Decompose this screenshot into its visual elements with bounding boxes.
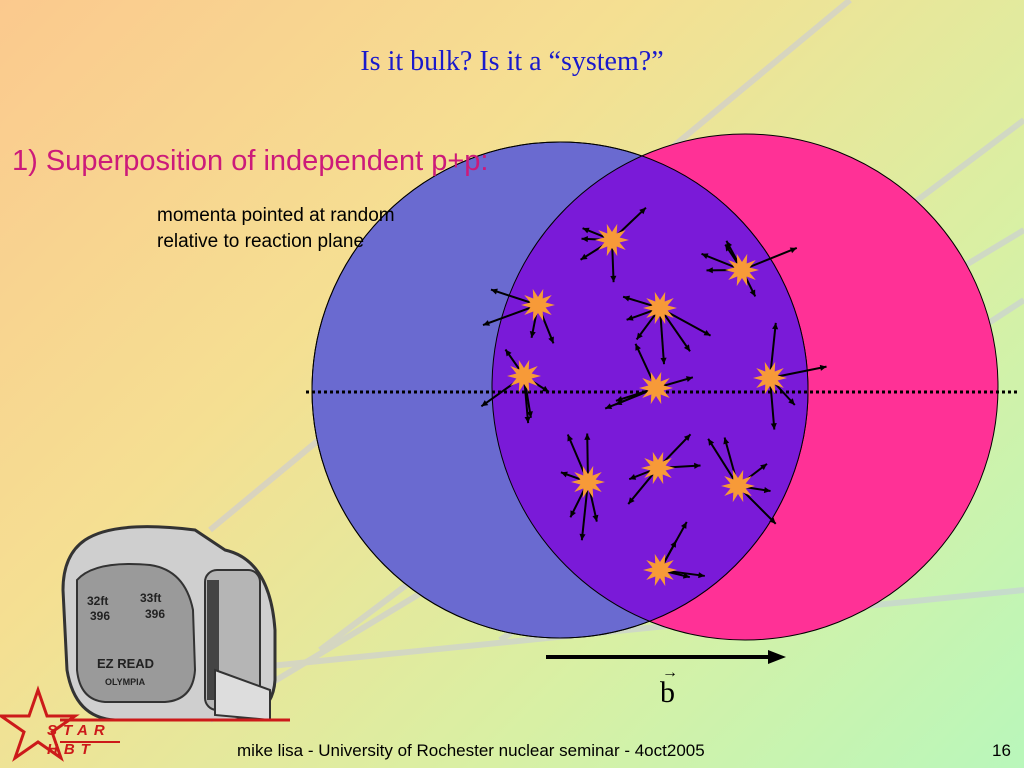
momentum-arrowhead (698, 572, 705, 579)
momentum-arrowhead (770, 423, 777, 430)
momentum-arrowhead (628, 497, 635, 505)
caption-line-1: momenta pointed at random (157, 205, 395, 226)
collisions-group (480, 206, 827, 587)
impact-parameter-symbol: b (660, 676, 675, 709)
tape-mark-4: 396 (145, 607, 165, 621)
collision-star-icon (641, 451, 675, 485)
momentum-arrowhead (703, 329, 711, 336)
momentum-arrowhead (592, 514, 599, 522)
momentum-arrowhead (726, 240, 733, 248)
momentum-arrowhead (623, 295, 631, 302)
momentum-arrowhead (524, 416, 531, 424)
collision-star-icon (643, 553, 677, 587)
momentum-arrowhead (490, 288, 498, 295)
section-heading: 1) Superposition of independent p+p: (12, 145, 489, 177)
momentum-arrowhead (683, 434, 691, 442)
slide-title: Is it bulk? Is it a “system?” (360, 46, 664, 77)
momentum-arrowhead (580, 253, 588, 260)
momentum-arrow (707, 438, 739, 487)
tape-mark-1: 32ft (87, 594, 108, 608)
momentum-arrowhead (694, 462, 701, 469)
vector-arrow-icon: → (662, 664, 678, 681)
momentum-arrowhead (629, 474, 637, 480)
momentum-arrow (580, 481, 589, 541)
momentum-arrowhead (560, 471, 568, 478)
momentum-arrowhead (789, 247, 797, 254)
momentum-arrowhead (701, 253, 709, 260)
momentum-arrowhead (708, 438, 715, 446)
tape-measure-icon: 32ft 396 33ft 396 EZ READ OLYMPIA (61, 525, 277, 722)
momentum-arrowhead (582, 227, 590, 234)
collision-star-icon (595, 223, 629, 257)
momentum-arrowhead (680, 521, 687, 529)
caption-line-2: relative to reaction plane (157, 231, 365, 252)
momentum-arrowhead (626, 314, 634, 321)
collision-star-icon (725, 253, 759, 287)
collision-star-icon (571, 465, 605, 499)
momentum-arrowhead (541, 385, 549, 392)
star-logo-icon (0, 685, 290, 762)
momentum-arrow (490, 288, 539, 306)
momentum-arrowhead (526, 411, 533, 418)
collision-star-icon (639, 371, 673, 405)
momentum-arrowhead (581, 235, 588, 243)
logo-star-text: STAR (47, 722, 111, 739)
momentum-arrowhead (706, 267, 713, 274)
momentum-arrowhead (529, 331, 536, 338)
momentum-arrowhead (548, 336, 554, 344)
momentum-arrowhead (639, 207, 646, 215)
tape-mark-2: 396 (90, 609, 110, 623)
momentum-arrowhead (482, 320, 490, 326)
momentum-arrowhead (723, 437, 730, 445)
collision-star-icon (643, 291, 677, 325)
momentum-arrowhead (615, 395, 623, 402)
momentum-arrow (659, 307, 666, 365)
momentum-arrowhead (567, 434, 574, 442)
momentum-arrowhead (788, 398, 795, 406)
momentum-arrowhead (769, 517, 776, 524)
caption: momenta pointed at random relative to re… (157, 203, 395, 255)
momentum-arrowhead (605, 403, 613, 410)
momentum-arrowhead (505, 349, 512, 357)
overlap-region (491, 142, 808, 638)
tape-brand: EZ READ (97, 656, 154, 671)
momentum-arrowhead (660, 357, 667, 365)
page-number: 16 (992, 741, 1011, 760)
tape-mark-3: 33ft (140, 591, 161, 605)
collision-star-icon (507, 359, 541, 393)
impact-parameter-label: → b (660, 664, 678, 710)
footer-text: mike lisa - University of Rochester nucl… (237, 741, 705, 760)
momentum-arrowhead (584, 433, 591, 440)
momentum-arrowhead (683, 344, 691, 352)
momentum-arrowhead (819, 364, 827, 371)
momentum-arrowhead (685, 376, 693, 383)
momentum-arrowhead (635, 343, 641, 351)
impact-parameter-arrowhead (768, 650, 786, 664)
momentum-arrowhead (570, 510, 576, 518)
logo-hbt-text: HBT (47, 741, 96, 758)
momentum-arrow (659, 307, 691, 352)
momentum-arrowhead (763, 487, 771, 494)
momentum-arrowhead (760, 463, 767, 471)
momentum-arrow (482, 304, 539, 327)
momentum-arrowhead (749, 289, 756, 297)
momentum-arrowhead (481, 400, 489, 407)
tape-maker: OLYMPIA (105, 677, 146, 687)
momentum-arrowhead (610, 275, 617, 283)
collision-star-icon (753, 361, 787, 395)
momentum-arrowhead (772, 322, 779, 330)
collision-star-icon (721, 469, 755, 503)
momentum-arrowhead (579, 533, 586, 541)
momentum-arrow (741, 247, 798, 271)
momentum-arrowhead (636, 332, 643, 340)
collision-star-icon (521, 288, 555, 322)
